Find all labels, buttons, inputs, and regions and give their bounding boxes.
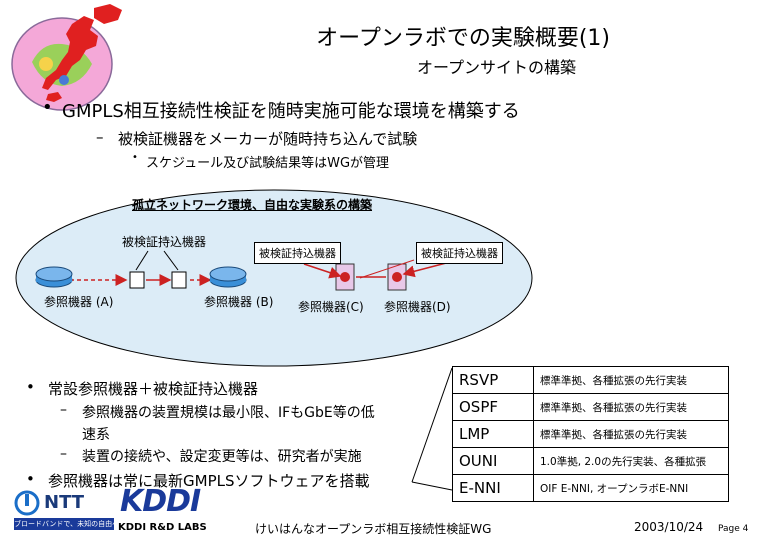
bullet-sub-sub-goal: • スケジュール及び試験結果等はWGが管理 — [132, 152, 390, 171]
bullet-dash: – — [96, 128, 104, 146]
bullet-main-goal: • GMPLS相互接続性検証を随時実施可能な環境を構築する — [42, 97, 520, 123]
table-row: LMP 標準準拠、各種拡張の先行実装 — [452, 420, 729, 448]
ref-device-d-label: 参照機器(D) — [384, 300, 451, 314]
protocol-name: RSVP — [452, 366, 534, 394]
page-subtitle: オープンサイトの構築 — [416, 58, 576, 77]
protocol-name: OSPF — [452, 393, 534, 421]
diagram-heading: 孤立ネットワーク環境、自由な実験系の構築 — [132, 198, 373, 212]
bullet-dash: – — [60, 446, 67, 462]
dut-box-label-right: 被検証持込機器 — [416, 242, 503, 264]
bullet-researcher-setup: – 装置の接続や、設定変更等は、研究者が実施 — [60, 446, 362, 466]
ref-device-c-label: 参照機器(C) — [298, 300, 364, 314]
bullet-permanent-devices: • 常設参照機器＋被検証持込機器 — [26, 378, 259, 399]
page-title: オープンラボでの実験概要(1) — [316, 26, 610, 51]
bullet-text: GMPLS相互接続性検証を随時実施可能な環境を構築する — [62, 101, 520, 122]
footer-page-number: Page 4 — [718, 524, 749, 534]
protocol-name: OUNI — [452, 447, 534, 475]
kddi-wordmark: KDDI — [120, 484, 201, 519]
table-row: RSVP 標準準拠、各種拡張の先行実装 — [452, 366, 729, 394]
bullet-dot: • — [42, 97, 53, 118]
dut-box-label-left: 被検証持込機器 — [254, 242, 341, 264]
bullet-dot: • — [26, 470, 35, 488]
kddi-logo: KDDI KDDI R&D LABS — [116, 484, 228, 536]
protocol-name: LMP — [452, 420, 534, 448]
protocol-desc: 1.0準拠, 2.0の先行実装、各種拡張 — [533, 447, 729, 475]
bullet-dot: • — [26, 378, 35, 396]
bullet-dot: • — [132, 152, 138, 163]
bullet-text: 参照機器は常に最新GMPLSソフトウェアを搭載 — [48, 472, 370, 490]
bullet-device-scale-cont: 速系 — [82, 427, 110, 443]
bullet-latest-gmpls: • 参照機器は常に最新GMPLSソフトウェアを搭載 — [26, 470, 370, 491]
protocol-desc: 標準準拠、各種拡張の先行実装 — [533, 393, 729, 421]
ref-device-a-label: 参照機器 (A) — [44, 295, 114, 309]
bullet-device-scale: – 参照機器の装置規模は最小限、IFもGbE等の低 — [60, 402, 375, 422]
network-diagram-canvas — [15, 189, 533, 367]
bullet-sub-goal: – 被検証機器をメーカーが随時持ち込んで試験 — [96, 128, 418, 149]
protocol-desc: 標準準拠、各種拡張の先行実装 — [533, 366, 729, 394]
table-row: E-NNI OIF E-NNI, オープンラボE-NNI — [452, 474, 729, 502]
footer-org: けいはんなオープンラボ相互接続性検証WG — [255, 522, 492, 536]
bullet-text: 常設参照機器＋被検証持込機器 — [48, 380, 259, 398]
table-row: OUNI 1.0準拠, 2.0の先行実装、各種拡張 — [452, 447, 729, 475]
kddi-lab-name: KDDI R&D LABS — [118, 522, 207, 533]
protocol-name: E-NNI — [452, 474, 534, 502]
bullet-text: スケジュール及び試験結果等はWGが管理 — [146, 156, 390, 171]
table-row: OSPF 標準準拠、各種拡張の先行実装 — [452, 393, 729, 421]
bullet-text: 被検証機器をメーカーが随時持ち込んで試験 — [118, 130, 418, 148]
protocol-table: RSVP 標準準拠、各種拡張の先行実装 OSPF 標準準拠、各種拡張の先行実装 … — [452, 366, 729, 502]
ntt-logo: NTT ブロードバンドで、未知の自由へ。 — [14, 490, 114, 534]
protocol-desc: 標準準拠、各種拡張の先行実装 — [533, 420, 729, 448]
bullet-text: 参照機器の装置規模は最小限、IFもGbE等の低 — [82, 405, 375, 421]
callout-lines — [411, 367, 453, 491]
ntt-emblem-icon — [14, 490, 40, 516]
footer-date: 2003/10/24 — [634, 520, 704, 534]
network-diagram: 孤立ネットワーク環境、自由な実験系の構築 被検証持込機器 被検証持込機器 被検証… — [14, 188, 534, 368]
ntt-tagline: ブロードバンドで、未知の自由へ。 — [14, 518, 114, 530]
ref-device-b-label: 参照機器 (B) — [204, 295, 274, 309]
japan-globe-logo — [11, 4, 122, 111]
bullet-text: 装置の接続や、設定変更等は、研究者が実施 — [82, 449, 362, 465]
protocol-desc: OIF E-NNI, オープンラボE-NNI — [533, 474, 729, 502]
bullet-dash: – — [60, 402, 67, 418]
ntt-wordmark: NTT — [44, 492, 85, 513]
dut-label: 被検証持込機器 — [122, 235, 207, 249]
